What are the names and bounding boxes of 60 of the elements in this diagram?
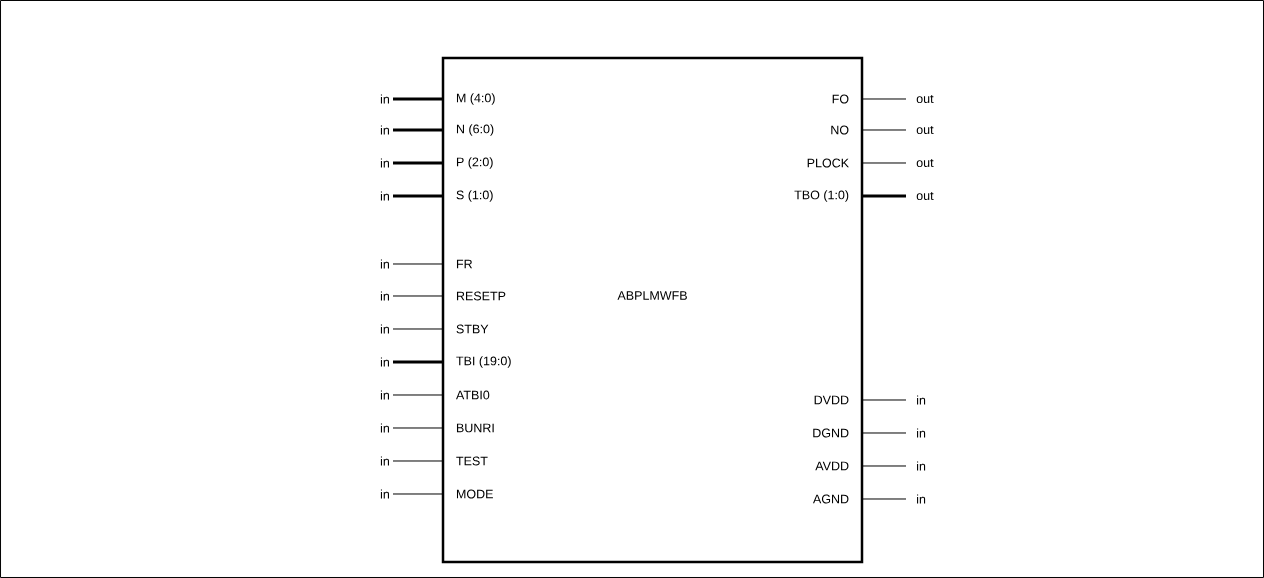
- signal-direction: in: [380, 357, 389, 367]
- signal-line: [392, 394, 445, 396]
- signal-line: [392, 460, 445, 462]
- signal-direction: in: [380, 125, 389, 135]
- signal-direction: in: [380, 489, 389, 499]
- signal-direction: in: [917, 428, 926, 438]
- pin-name: STBY: [456, 324, 489, 334]
- signal-direction: in: [917, 494, 926, 504]
- signal-line: [392, 295, 445, 297]
- pin-name: TEST: [456, 456, 488, 466]
- signal-line: [393, 161, 444, 165]
- pin-name: S (1:0): [456, 190, 493, 202]
- signal-line: [393, 194, 444, 198]
- signal-line: [393, 360, 444, 364]
- signal-direction: in: [380, 191, 389, 201]
- signal-direction: out: [916, 125, 934, 135]
- pin-name: AGND: [812, 494, 849, 504]
- signal-direction: in: [380, 456, 389, 466]
- signal-line: [393, 97, 444, 101]
- signal-line: [860, 399, 907, 401]
- pin-name: TBO (1:0): [794, 190, 849, 202]
- signal-direction: in: [380, 390, 389, 400]
- signal-line: [860, 465, 907, 467]
- signal-direction: in: [917, 461, 926, 471]
- signal-line: [861, 194, 906, 198]
- signal-direction: in: [380, 259, 389, 269]
- signal-line: [860, 432, 907, 434]
- pin-name: BUNRI: [457, 423, 494, 433]
- pin-name: DVDD: [814, 395, 849, 405]
- signal-line: [860, 129, 907, 131]
- pin-name: FO: [832, 94, 849, 104]
- signal-line: [860, 162, 907, 164]
- signal-direction: in: [380, 94, 389, 104]
- pin-name: MODE: [457, 489, 493, 499]
- pin-name: NO: [831, 125, 849, 135]
- signal-direction: out: [916, 191, 934, 201]
- signal-line: [860, 98, 907, 100]
- signal-direction: in: [917, 395, 926, 405]
- signal-direction: out: [916, 158, 934, 168]
- signal-direction: in: [380, 423, 389, 433]
- pin-name: RESETP: [457, 291, 506, 301]
- pin-name: DGND: [813, 428, 849, 438]
- signal-direction: in: [380, 158, 389, 168]
- pin-name: P (2:0): [457, 157, 493, 169]
- signal-direction: in: [380, 291, 389, 301]
- pin-name: FR: [457, 259, 473, 269]
- signal-line: [860, 498, 907, 500]
- signal-line: [392, 493, 445, 495]
- pin-name: TBI (19:0): [456, 356, 511, 368]
- pin-name: N (6:0): [457, 124, 494, 136]
- pin-name: M (4:0): [457, 93, 495, 105]
- signal-line: [392, 263, 445, 265]
- pin-name: AVDD: [815, 461, 849, 471]
- pin-name: PLOCK: [807, 158, 849, 168]
- pin-name: ATBI0: [456, 390, 490, 400]
- signal-line: [392, 427, 445, 429]
- signal-direction: in: [380, 324, 389, 334]
- signal-line: [393, 128, 444, 132]
- signal-line: [392, 328, 445, 330]
- signal-direction: out: [916, 94, 934, 104]
